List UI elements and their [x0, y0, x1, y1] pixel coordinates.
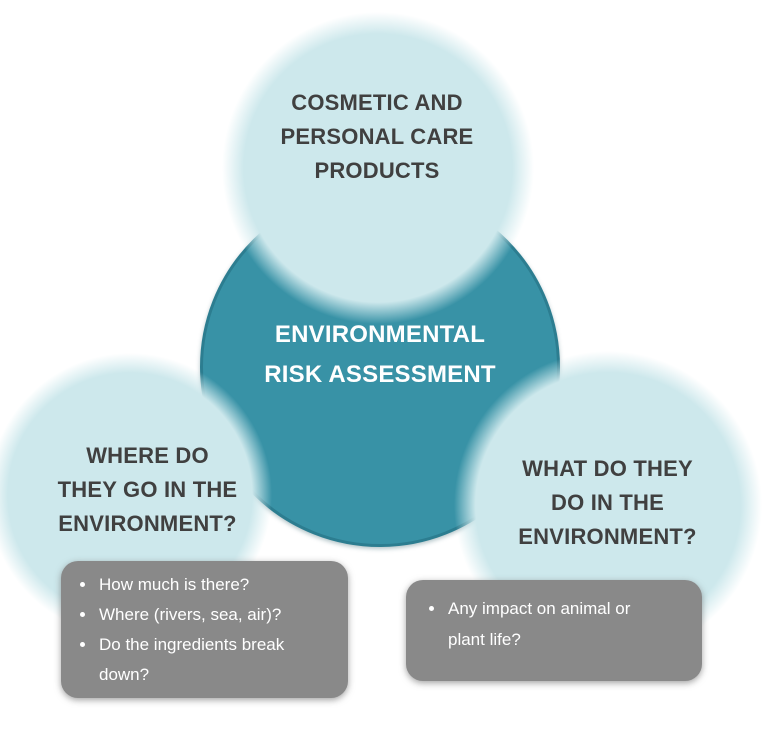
right-detail-list: Any impact on animal or plant life?	[406, 580, 702, 655]
center-circle-label-line-1: ENVIRONMENTAL	[274, 321, 486, 348]
right-circle-label-line-1: WHAT DO THEY	[522, 456, 693, 481]
right-detail-box: Any impact on animal or plant life?	[406, 580, 702, 681]
top-circle	[222, 12, 534, 324]
left-detail-list: How much is there? Where (rivers, sea, a…	[61, 561, 348, 690]
center-circle-label-line-2: RISK ASSESSMENT	[264, 361, 496, 388]
bullet-item: Where (rivers, sea, air)?	[97, 600, 315, 630]
left-circle-label-line-2: THEY GO IN THE	[57, 477, 238, 502]
left-circle-label-line-1: WHERE DO	[86, 443, 209, 468]
top-circle-label: COSMETIC AND PERSONAL CARE PRODUCTS	[232, 86, 522, 188]
right-circle-label: WHAT DO THEY DO IN THE ENVIRONMENT?	[475, 452, 740, 554]
bullet-item: How much is there?	[97, 570, 315, 600]
left-circle-label-line-3: ENVIRONMENT?	[58, 511, 237, 536]
bullet-item: Any impact on animal or plant life?	[446, 593, 664, 655]
left-circle-label: WHERE DO THEY GO IN THE ENVIRONMENT?	[20, 439, 275, 541]
right-circle-label-line-3: ENVIRONMENT?	[518, 524, 697, 549]
top-circle-label-line-1: COSMETIC AND	[291, 90, 463, 115]
top-circle-label-line-3: PRODUCTS	[314, 158, 440, 183]
left-detail-box: How much is there? Where (rivers, sea, a…	[61, 561, 348, 698]
bullet-item: Do the ingredients break down?	[97, 630, 315, 690]
top-circle-label-line-2: PERSONAL CARE	[280, 124, 474, 149]
center-circle-label: ENVIRONMENTAL RISK ASSESSMENT	[222, 315, 538, 395]
right-circle-label-line-2: DO IN THE	[550, 490, 665, 515]
